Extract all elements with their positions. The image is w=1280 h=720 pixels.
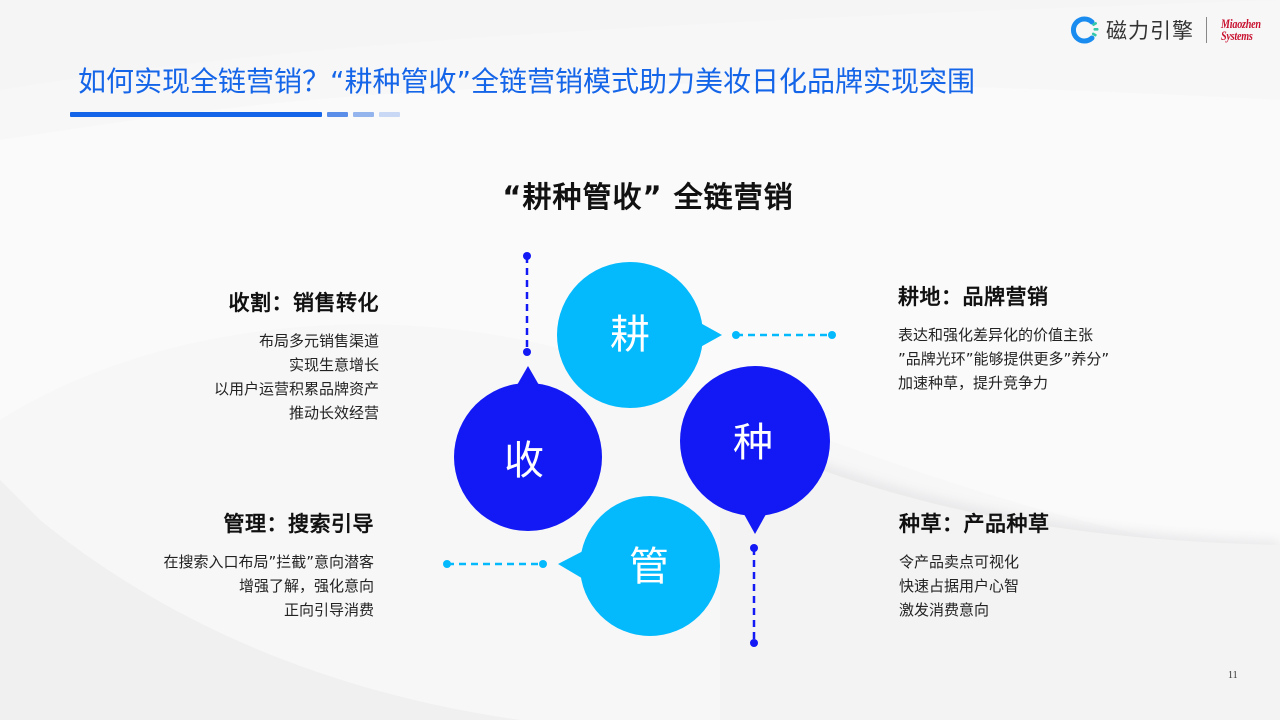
block-manage-line: 增强了解，强化意向	[238, 577, 374, 595]
block-plow-heading: 耕地：品牌营销	[898, 285, 1049, 309]
block-harvest-line: 以用户运营积累品牌资产	[213, 380, 379, 398]
block-seed-line: 令产品卖点可视化	[899, 553, 1020, 571]
page-number: 11	[1228, 670, 1238, 681]
block-harvest-heading: 收割：销售转化	[228, 291, 379, 315]
block-harvest: 收割：销售转化 布局多元销售渠道 实现生意增长 以用户运营积累品牌资产 推动长效…	[214, 287, 379, 425]
logo-cn-name: 磁力引擎	[1106, 19, 1194, 43]
block-seed-line: 激发消费意向	[899, 601, 990, 619]
block-plow-line: 表达和强化差异化的价值主张	[898, 326, 1094, 344]
block-seed-line: 快速占据用户心智	[899, 577, 1020, 595]
logo-en-name: Miaozhen Systems	[1221, 16, 1261, 43]
block-manage: 管理：搜索引导 在搜索入口布局”拦截”意向潜客 增强了解，强化意向 正向引导消费	[163, 508, 374, 622]
title-underline-dash-2	[353, 112, 374, 117]
title-underline-dash-1	[327, 112, 348, 117]
page-title: 如何实现全链营销？“耕种管收”全链营销模式助力美妆日化品牌实现突围	[78, 65, 976, 98]
bubble-geng	[557, 262, 722, 408]
block-seed-heading: 种草：产品种草	[899, 512, 1050, 536]
logo-en-line2: Systems	[1221, 28, 1253, 43]
title-underline-main	[70, 112, 322, 117]
logo-en-line1: Miaozhen	[1221, 16, 1261, 31]
connector-geng	[732, 331, 836, 339]
bubble-label-zhong: 种	[733, 420, 773, 466]
bubble-zhong	[680, 366, 830, 534]
block-plow-line: 加速种草，提升竞争力	[898, 374, 1049, 392]
c-ring-logo-icon	[1071, 16, 1099, 44]
connector-shou	[523, 252, 531, 356]
connector-zhong	[750, 544, 758, 647]
block-harvest-line: 推动长效经营	[288, 404, 379, 422]
block-plow: 耕地：品牌营销 表达和强化差异化的价值主张 ”品牌光环”能够提供更多”养分” 加…	[898, 281, 1109, 395]
block-manage-line: 正向引导消费	[283, 601, 374, 619]
brand-logo: 磁力引擎 Miaozhen Systems	[1070, 12, 1272, 48]
block-manage-heading: 管理：搜索引导	[223, 512, 374, 536]
bubble-label-guan: 管	[629, 544, 669, 590]
bubble-guan	[558, 496, 720, 636]
title-underline-dash-3	[379, 112, 400, 117]
logo-divider	[1206, 17, 1207, 43]
bubble-label-shou: 收	[504, 438, 544, 484]
block-seed: 种草：产品种草 令产品卖点可视化 快速占据用户心智 激发消费意向	[899, 508, 1050, 622]
block-plow-line: ”品牌光环”能够提供更多”养分”	[898, 350, 1110, 368]
connector-guan	[443, 560, 547, 568]
block-manage-line: 在搜索入口布局”拦截”意向潜客	[163, 553, 374, 571]
block-harvest-line: 布局多元销售渠道	[258, 332, 379, 350]
diagram-title: “耕种管收” 全链营销	[502, 180, 794, 214]
block-harvest-line: 实现生意增长	[288, 356, 379, 374]
bubble-shou	[454, 366, 602, 531]
bubble-label-geng: 耕	[610, 312, 650, 358]
